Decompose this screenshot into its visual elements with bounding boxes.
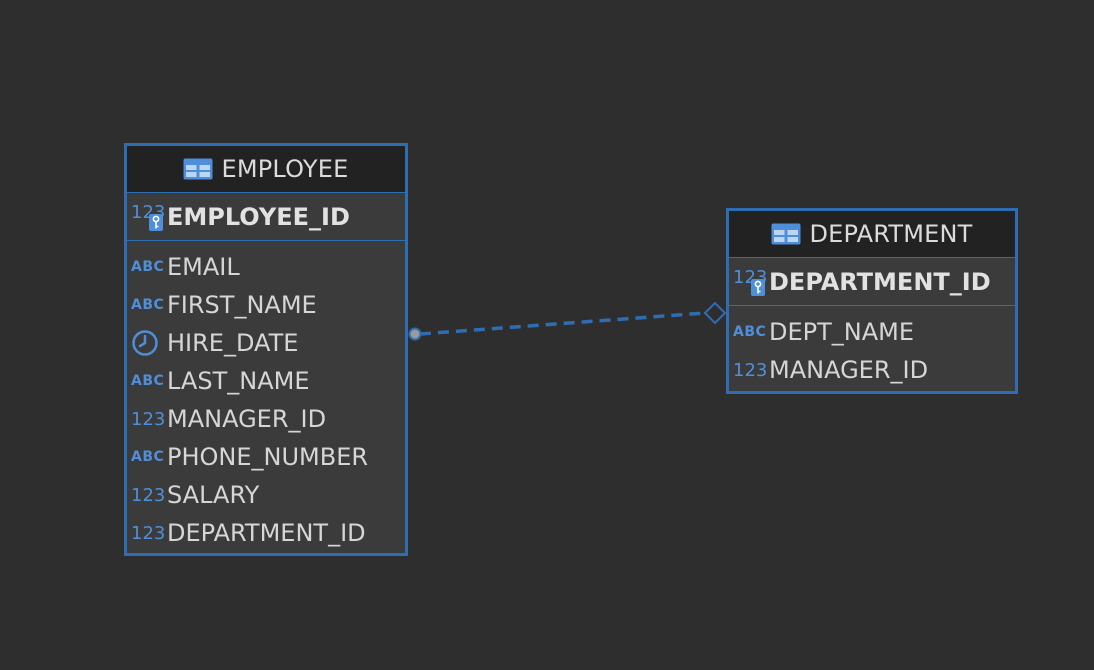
attribute-name: DEPARTMENT_ID bbox=[167, 519, 366, 547]
attribute-name: LAST_NAME bbox=[167, 367, 310, 395]
attribute-name: EMAIL bbox=[167, 253, 240, 281]
attribute-row-phone-number[interactable]: ABC PHONE_NUMBER bbox=[127, 438, 405, 476]
key-icon bbox=[149, 213, 163, 231]
attribute-row-first-name[interactable]: ABC FIRST_NAME bbox=[127, 286, 405, 324]
attribute-row-email[interactable]: ABC EMAIL bbox=[127, 248, 405, 286]
entity-title: DEPARTMENT bbox=[809, 220, 973, 248]
string-type-icon: ABC bbox=[131, 449, 165, 465]
attribute-name: DEPT_NAME bbox=[769, 318, 915, 346]
numeric-key-icon: 123 bbox=[127, 202, 167, 232]
string-type-icon: ABC bbox=[733, 324, 767, 340]
string-type-icon: ABC bbox=[131, 259, 165, 275]
relationship-start-circle bbox=[408, 327, 422, 341]
attribute-row-manager-id[interactable]: 123 MANAGER_ID bbox=[127, 400, 405, 438]
key-icon bbox=[751, 278, 765, 296]
attribute-row-manager-id[interactable]: 123 MANAGER_ID bbox=[729, 351, 1015, 389]
attribute-name: HIRE_DATE bbox=[167, 329, 299, 357]
entity-header[interactable]: DEPARTMENT bbox=[729, 211, 1015, 258]
attribute-name: MANAGER_ID bbox=[167, 405, 327, 433]
numeric-type-icon: 123 bbox=[131, 522, 166, 544]
attribute-name: MANAGER_ID bbox=[769, 356, 929, 384]
string-type-icon: ABC bbox=[131, 373, 165, 389]
numeric-key-icon: 123 bbox=[729, 267, 769, 297]
entity-employee[interactable]: EMPLOYEE 123 EMPLOYEE_ID ABC EMAIL bbox=[124, 143, 408, 556]
table-icon bbox=[183, 158, 213, 180]
numeric-type-icon: 123 bbox=[733, 359, 768, 381]
clock-icon bbox=[127, 329, 167, 357]
primary-key-name: EMPLOYEE_ID bbox=[167, 202, 350, 231]
primary-key-name: DEPARTMENT_ID bbox=[769, 267, 991, 296]
attribute-list: ABC DEPT_NAME 123 MANAGER_ID bbox=[729, 306, 1015, 389]
entity-department[interactable]: DEPARTMENT 123 DEPARTMENT_ID ABC DE bbox=[726, 208, 1018, 394]
attribute-row-department-id[interactable]: 123 DEPARTMENT_ID bbox=[127, 514, 405, 552]
attribute-row-hire-date[interactable]: HIRE_DATE bbox=[127, 324, 405, 362]
table-icon bbox=[771, 223, 801, 245]
attribute-row-last-name[interactable]: ABC LAST_NAME bbox=[127, 362, 405, 400]
numeric-type-icon: 123 bbox=[131, 408, 166, 430]
entity-header[interactable]: EMPLOYEE bbox=[127, 146, 405, 193]
numeric-type-icon: 123 bbox=[131, 484, 166, 506]
clock-icon bbox=[132, 330, 158, 356]
relationship-line[interactable] bbox=[419, 311, 706, 336]
attribute-row-dept-name[interactable]: ABC DEPT_NAME bbox=[729, 313, 1015, 351]
entity-title: EMPLOYEE bbox=[221, 155, 349, 183]
attribute-row-salary[interactable]: 123 SALARY bbox=[127, 476, 405, 514]
primary-key-row[interactable]: 123 EMPLOYEE_ID bbox=[127, 193, 405, 241]
attribute-name: PHONE_NUMBER bbox=[167, 443, 369, 471]
primary-key-row[interactable]: 123 DEPARTMENT_ID bbox=[729, 258, 1015, 306]
attribute-name: SALARY bbox=[167, 481, 260, 509]
attribute-list: ABC EMAIL ABC FIRST_NAME HIRE_DATE ABC L… bbox=[127, 241, 405, 552]
relationship-end-diamond bbox=[703, 301, 727, 325]
attribute-name: FIRST_NAME bbox=[167, 291, 317, 319]
string-type-icon: ABC bbox=[131, 297, 165, 313]
